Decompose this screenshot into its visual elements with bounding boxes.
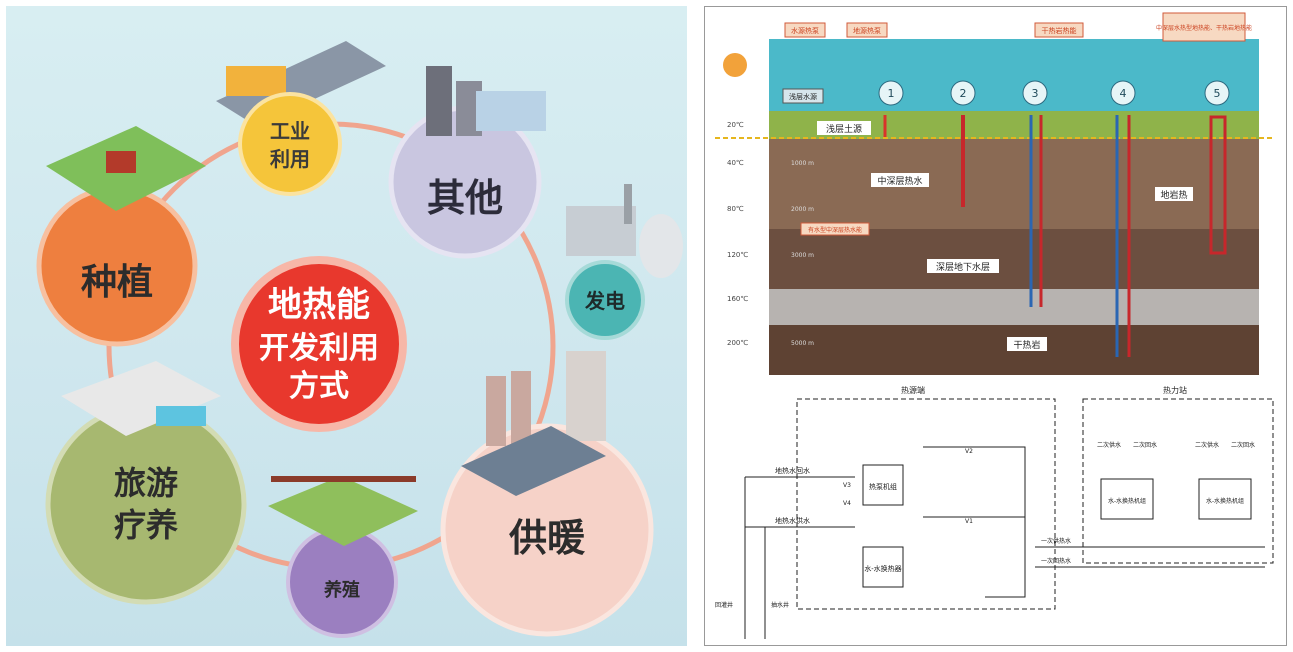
sun-icon [723, 53, 747, 77]
depth-axis: 1000 m 2000 m 3000 m 5000 m [791, 160, 814, 347]
schematic-unit-b: 水-水换热器 [864, 564, 901, 573]
station-5: 5 [1214, 87, 1221, 100]
temp-40: 40℃ [727, 159, 744, 167]
temperature-axis: 20℃ 40℃ 80℃ 120℃ 160℃ 200℃ [727, 121, 748, 347]
center-title-line3: 方式 [289, 369, 349, 404]
valve-v1: V1 [965, 518, 973, 525]
infographic-canvas: 地热能 开发利用 方式 工业 利用 其他 种植 [36, 41, 683, 638]
industry-machine-icon [226, 66, 286, 96]
label-shallow-soil: 浅层土源 [826, 123, 862, 135]
tourism-label-line1: 旅游 [114, 464, 178, 502]
schematic-primary-return: 一次回热水 [1041, 557, 1071, 565]
industry-label-line1: 工业 [270, 119, 310, 143]
valve-v3: V3 [843, 482, 851, 489]
breeding-node: 养殖 [268, 476, 418, 638]
planting-node: 种植 [36, 126, 206, 347]
industry-node: 工业 利用 [216, 41, 386, 196]
tourism-label-line2: 疗养 [114, 506, 178, 544]
schematic-heat-source: 热源端 [901, 385, 925, 395]
label-water-source: 水源热泵 [791, 26, 819, 35]
other-node: 其他 [388, 66, 546, 259]
station-1: 1 [888, 87, 895, 100]
schematic-return: 地热水回水 [775, 466, 810, 475]
depth-3000: 3000 m [791, 252, 814, 259]
valve-v2: V2 [965, 448, 973, 455]
schematic-heat-station: 热力站 [1163, 385, 1187, 395]
schematic-extract-well: 抽水井 [771, 601, 789, 609]
sink-label-1: 二次供水 [1097, 441, 1121, 449]
cross-section-canvas: 水源热泵 地源热泵 干热岩热能 中深层水热型地热能、干热岩地热能 1 2 3 4… [715, 12, 1275, 639]
schematic-primary-supply: 一次供热水 [1041, 537, 1071, 545]
sink-label-2: 二次回水 [1133, 441, 1157, 449]
hotel-icon [61, 361, 221, 436]
valve-v4: V4 [843, 500, 851, 507]
label-dry-rock: 干热岩热能 [1042, 26, 1077, 35]
industry-label-line2: 利用 [270, 147, 310, 171]
label-water-note: 有水型中深层热水能 [808, 226, 862, 234]
station-4: 4 [1120, 87, 1127, 100]
heating-plant-icon [486, 376, 506, 446]
sink-labels: 二次供水 二次回水 二次供水 二次回水 [1097, 441, 1255, 449]
depth-5000: 5000 m [791, 340, 814, 347]
schematic-recharge-well: 回灌井 [715, 601, 733, 609]
schematic-supply: 地热水供水 [775, 516, 810, 525]
depth-1000: 1000 m [791, 160, 814, 167]
soil-layer-1 [769, 139, 1259, 229]
soil-layer-2 [769, 229, 1259, 289]
label-deep-aquifer: 深层地下水层 [936, 261, 990, 273]
building-icon [426, 66, 452, 136]
temp-160: 160℃ [727, 295, 748, 303]
valve-labels: V1 V2 V3 V4 [843, 448, 973, 525]
sink-label-3: 二次供水 [1195, 441, 1219, 449]
schematic-unit-a: 热泵机组 [869, 482, 897, 491]
label-dry-rock-layer: 干热岩 [1013, 339, 1040, 351]
label-ground-source: 地源热泵 [853, 26, 881, 35]
temp-80: 80℃ [727, 205, 744, 213]
heating-label: 供暖 [509, 516, 586, 560]
heating-node: 供暖 [440, 351, 654, 637]
power-label: 发电 [584, 289, 625, 313]
heating-schematic [744, 398, 1274, 639]
sky-band [769, 39, 1259, 111]
temp-200: 200℃ [727, 339, 748, 347]
power-node: 发电 [565, 184, 683, 340]
center-title-line2: 开发利用 [259, 331, 379, 366]
label-deep-combo: 中深层水热型地热能、干热岩地热能 [1156, 24, 1252, 32]
other-label: 其他 [427, 176, 503, 220]
station-2: 2 [960, 87, 967, 100]
breeding-label: 养殖 [323, 579, 360, 601]
geothermal-cross-section-diagram: 水源热泵 地源热泵 干热岩热能 中深层水热型地热能、干热岩地热能 1 2 3 4… [704, 6, 1287, 646]
rock-layer [769, 289, 1259, 325]
schematic-unit-c2: 水-水换热机组 [1206, 497, 1244, 505]
center-title-line1: 地热能 [268, 285, 370, 325]
label-mid-water: 中深层热水 [877, 175, 922, 187]
temp-20: 20℃ [727, 121, 744, 129]
center-circle [231, 256, 407, 432]
depth-2000: 2000 m [791, 206, 814, 213]
planting-label: 种植 [81, 262, 153, 303]
livestock-pen-icon [268, 476, 418, 546]
schematic-unit-c1: 水-水换热机组 [1108, 497, 1146, 505]
shallow-water-tag: 浅层水源 [789, 92, 817, 101]
tourism-node: 旅游 疗养 [45, 361, 247, 605]
station-3: 3 [1032, 87, 1039, 100]
geothermal-uses-infographic: 地热能 开发利用 方式 工业 利用 其他 种植 [6, 6, 687, 646]
label-rock-heat: 地岩热 [1160, 189, 1187, 201]
temp-120: 120℃ [727, 251, 748, 259]
sink-label-4: 二次回水 [1231, 441, 1255, 449]
station-markers: 1 2 3 4 5 [878, 80, 1230, 106]
